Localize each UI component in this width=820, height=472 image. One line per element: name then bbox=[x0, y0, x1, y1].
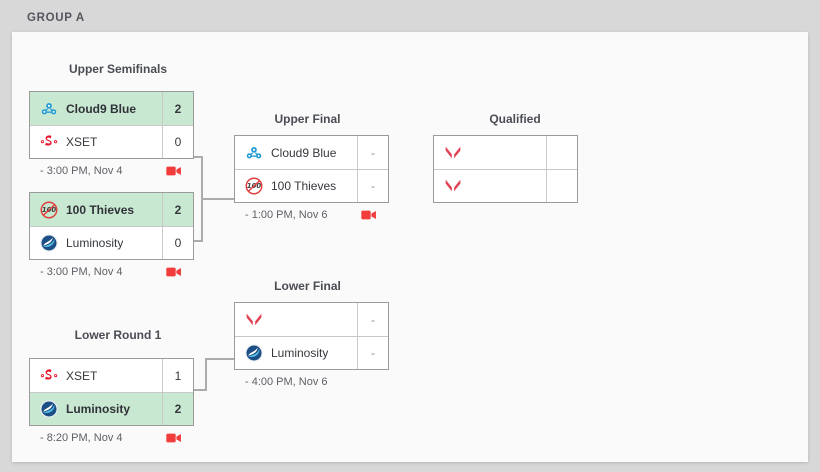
team-name: XSET bbox=[66, 135, 98, 149]
team-name: Luminosity bbox=[271, 346, 329, 360]
team-cell: 100 Thieves bbox=[30, 193, 162, 226]
connector-lr1-vertical bbox=[205, 359, 207, 391]
match-time: - 3:00 PM, Nov 4 bbox=[40, 266, 123, 278]
match-row-team[interactable]: XSET 1 bbox=[30, 359, 193, 392]
valorant-logo bbox=[443, 176, 463, 196]
team-cell: Luminosity bbox=[30, 227, 162, 259]
team-score: 1 bbox=[162, 359, 193, 392]
match-row-team[interactable]: 100 Thieves 2 bbox=[30, 193, 193, 226]
match-box[interactable]: - Luminosity - bbox=[234, 302, 389, 370]
round-title-lower-round-1: Lower Round 1 bbox=[74, 328, 162, 342]
match-upper-sf-1[interactable]: Cloud9 Blue 2 XSET 0 - 3:00 PM, Nov 4 bbox=[29, 91, 194, 182]
match-box[interactable]: Cloud9 Blue 2 XSET 0 bbox=[29, 91, 194, 159]
vod-icon[interactable] bbox=[361, 209, 377, 221]
match-box[interactable]: Cloud9 Blue - 100 Thieves - bbox=[234, 135, 389, 203]
match-row-team[interactable]: Cloud9 Blue 2 bbox=[30, 92, 193, 125]
round-title-lower-final: Lower Final bbox=[274, 279, 341, 293]
team-name: Cloud9 Blue bbox=[66, 101, 137, 116]
connector-upper-final-in bbox=[201, 198, 235, 200]
round-title-upper-semifinals: Upper Semifinals bbox=[68, 62, 168, 76]
luminosity-logo bbox=[244, 343, 264, 363]
team-cell: Luminosity bbox=[30, 393, 162, 425]
vod-icon[interactable] bbox=[166, 165, 182, 177]
team-score: - bbox=[357, 337, 388, 369]
group-title: GROUP A bbox=[27, 12, 85, 24]
match-row-team[interactable]: 100 Thieves - bbox=[235, 169, 388, 202]
round-title-upper-final: Upper Final bbox=[274, 112, 341, 126]
team-cell bbox=[235, 303, 357, 336]
match-box bbox=[433, 135, 578, 203]
team-name: Cloud9 Blue bbox=[271, 145, 337, 160]
team-name: XSET bbox=[66, 368, 98, 383]
match-row-team[interactable]: XSET 0 bbox=[30, 125, 193, 158]
team-cell: XSET bbox=[30, 126, 162, 158]
match-footer: - 4:00 PM, Nov 6 bbox=[234, 371, 389, 393]
team-score bbox=[546, 136, 577, 169]
xset-logo bbox=[39, 132, 59, 152]
team-cell: Cloud9 Blue bbox=[30, 92, 162, 125]
match-row-team[interactable]: Luminosity - bbox=[235, 336, 388, 369]
team-name: 100 Thieves bbox=[271, 179, 337, 193]
team-cell: Luminosity bbox=[235, 337, 357, 369]
match-row-team[interactable]: Luminosity 2 bbox=[30, 392, 193, 425]
team-score: 2 bbox=[162, 193, 193, 226]
match-footer: - 8:20 PM, Nov 4 bbox=[29, 427, 194, 449]
match-upper-final[interactable]: Cloud9 Blue - 100 Thieves - - 1:00 PM, N… bbox=[234, 135, 389, 226]
connector-lower-final-in bbox=[205, 358, 235, 360]
luminosity-logo bbox=[39, 233, 59, 253]
team-score: - bbox=[357, 170, 388, 202]
team-score: 0 bbox=[162, 126, 193, 158]
match-time: - 1:00 PM, Nov 6 bbox=[245, 209, 328, 221]
match-box[interactable]: XSET 1 Luminosity 2 bbox=[29, 358, 194, 426]
qualified-box bbox=[433, 135, 578, 203]
match-row-team[interactable]: - bbox=[235, 303, 388, 336]
vod-icon[interactable] bbox=[166, 432, 182, 444]
valorant-logo bbox=[443, 143, 463, 163]
luminosity-logo bbox=[39, 399, 59, 419]
team-cell bbox=[434, 170, 546, 202]
cloud9-logo bbox=[244, 143, 264, 163]
match-time: - 4:00 PM, Nov 6 bbox=[245, 376, 328, 388]
team-score: - bbox=[357, 303, 388, 336]
xset-logo bbox=[39, 366, 59, 386]
match-lower-final[interactable]: - Luminosity - - 4:00 PM, Nov 6 bbox=[234, 302, 389, 393]
cloud9-logo bbox=[39, 99, 59, 119]
team-score: 2 bbox=[162, 393, 193, 425]
qualified-slot[interactable] bbox=[434, 169, 577, 202]
match-time: - 8:20 PM, Nov 4 bbox=[40, 432, 123, 444]
team-score: 0 bbox=[162, 227, 193, 259]
team-score: 2 bbox=[162, 92, 193, 125]
team-name: Luminosity bbox=[66, 402, 131, 416]
team-cell: XSET bbox=[30, 359, 162, 392]
match-row-team[interactable]: Luminosity 0 bbox=[30, 226, 193, 259]
match-footer: - 3:00 PM, Nov 4 bbox=[29, 160, 194, 182]
round-title-qualified: Qualified bbox=[489, 112, 541, 126]
team-cell: 100 Thieves bbox=[235, 170, 357, 202]
team-name: Luminosity bbox=[66, 236, 124, 250]
match-row-team[interactable]: Cloud9 Blue - bbox=[235, 136, 388, 169]
team-score bbox=[546, 170, 577, 202]
match-footer: - 3:00 PM, Nov 4 bbox=[29, 261, 194, 283]
hundred-thieves-logo bbox=[39, 200, 59, 220]
team-cell: Cloud9 Blue bbox=[235, 136, 357, 169]
team-name: 100 Thieves bbox=[66, 202, 135, 217]
match-lower-round-1[interactable]: XSET 1 Luminosity 2 - 8:20 PM, Nov 4 bbox=[29, 358, 194, 449]
vod-icon[interactable] bbox=[166, 266, 182, 278]
bracket-panel: 100 Upper Semifin bbox=[12, 32, 808, 462]
team-cell bbox=[434, 136, 546, 169]
match-upper-sf-2[interactable]: 100 Thieves 2 Luminosity 0 - 3:00 PM, No… bbox=[29, 192, 194, 283]
match-box[interactable]: 100 Thieves 2 Luminosity 0 bbox=[29, 192, 194, 260]
team-score: - bbox=[357, 136, 388, 169]
match-time: - 3:00 PM, Nov 4 bbox=[40, 165, 123, 177]
match-footer: - 1:00 PM, Nov 6 bbox=[234, 204, 389, 226]
qualified-slot[interactable] bbox=[434, 136, 577, 169]
valorant-logo bbox=[244, 310, 264, 330]
hundred-thieves-logo bbox=[244, 176, 264, 196]
